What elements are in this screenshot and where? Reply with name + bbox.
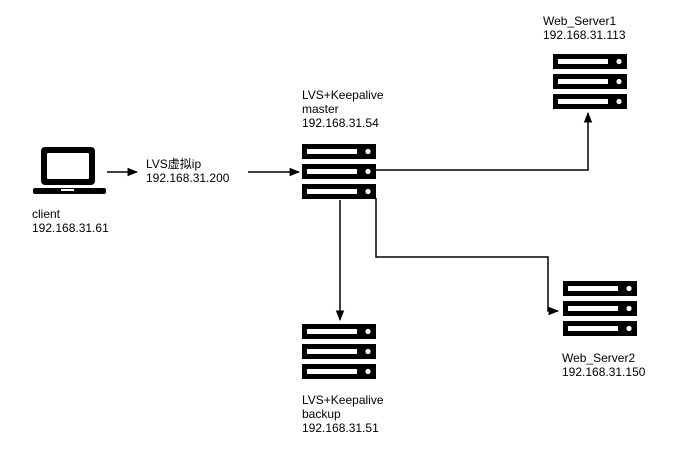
- web2-ip: 192.168.31.150: [562, 365, 646, 379]
- web2-name: Web_Server2: [562, 351, 636, 365]
- server-rack-icon: [302, 144, 376, 199]
- web1-ip: 192.168.31.113: [543, 28, 626, 42]
- laptop-icon: [33, 147, 106, 194]
- client-ip: 192.168.31.61: [32, 221, 109, 235]
- web2-label: Web_Server2 192.168.31.150: [562, 351, 645, 379]
- edge-master-to-web1: [376, 111, 593, 171]
- server-rack-icon: [553, 54, 627, 109]
- lvs-master-ip: 192.168.31.54: [302, 116, 379, 130]
- lvs-backup-role: backup: [302, 407, 341, 421]
- vip-ip: 192.168.31.200: [146, 171, 230, 185]
- edge-master-to-web2: [375, 198, 560, 316]
- lvs-backup-label: LVS+Keepalive backup 192.168.31.51: [302, 393, 384, 435]
- client-name: client: [32, 207, 61, 221]
- server-rack-icon: [302, 324, 376, 379]
- web1-name: Web_Server1: [543, 14, 617, 28]
- web1-label: Web_Server1 192.168.31.113: [543, 14, 626, 42]
- lvs-backup-ip: 192.168.31.51: [302, 421, 379, 435]
- lvs-master-role: master: [302, 102, 339, 116]
- client-label: client 192.168.31.61: [32, 207, 109, 235]
- vip-label: LVS虚拟ip 192.168.31.200: [146, 157, 229, 185]
- vip-name: LVS虚拟ip: [146, 157, 202, 171]
- lvs-master-label: LVS+Keepalive master 192.168.31.54: [302, 88, 384, 130]
- lvs-master-name: LVS+Keepalive: [302, 88, 384, 102]
- lvs-backup-name: LVS+Keepalive: [302, 393, 384, 407]
- server-rack-icon: [563, 281, 637, 336]
